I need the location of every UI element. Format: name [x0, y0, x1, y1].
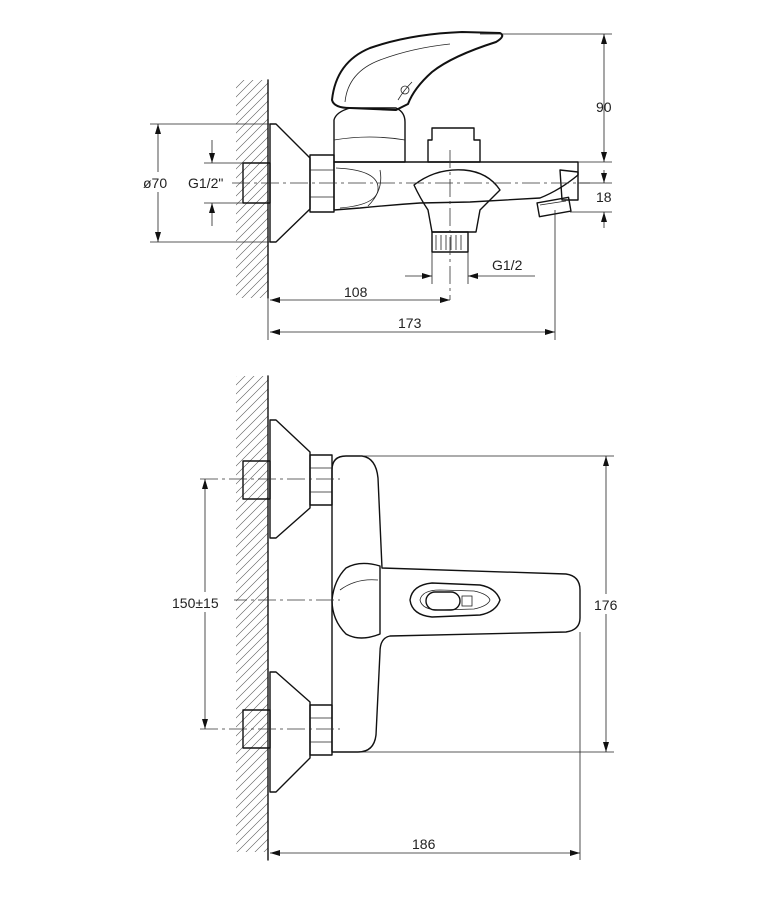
dim-inlet-thread: G1/2" [188, 175, 223, 191]
upper-inlet-pipe [242, 460, 271, 500]
connector-nut [309, 154, 335, 213]
lever-housing [333, 107, 406, 163]
side-elevation-view: 90 18 ø70 G1/2" G1/2 [140, 31, 612, 340]
spout-tip [536, 169, 579, 218]
dim-outlet-offset: 108 [344, 284, 368, 300]
upper-nut [309, 454, 333, 506]
lever-base [331, 562, 381, 639]
diverter-knob [427, 127, 481, 163]
wall-hatch-front [236, 375, 269, 861]
upper-flange [269, 419, 311, 539]
dim-height-total: 90 [596, 99, 612, 115]
mixer-body-front [331, 455, 581, 753]
dim-outlet-thread: G1/2 [492, 257, 523, 273]
lower-flange [269, 671, 311, 793]
shower-outlet-body [413, 169, 501, 233]
dim-inlet-spacing: 150±15 [172, 595, 219, 611]
front-elevation-view: 150±15 176 186 [168, 375, 622, 861]
dim-spout-height: 18 [596, 189, 612, 205]
dim-body-height: 176 [594, 597, 618, 613]
dim-total-length: 173 [398, 315, 422, 331]
lever-handle [331, 31, 504, 111]
dim-flange-diameter: ø70 [143, 175, 167, 191]
lever-button [409, 582, 501, 618]
lower-nut [309, 704, 333, 756]
mixer-body [333, 161, 579, 211]
dim-total-depth: 186 [412, 836, 436, 852]
wall-hatch-top [236, 79, 269, 299]
